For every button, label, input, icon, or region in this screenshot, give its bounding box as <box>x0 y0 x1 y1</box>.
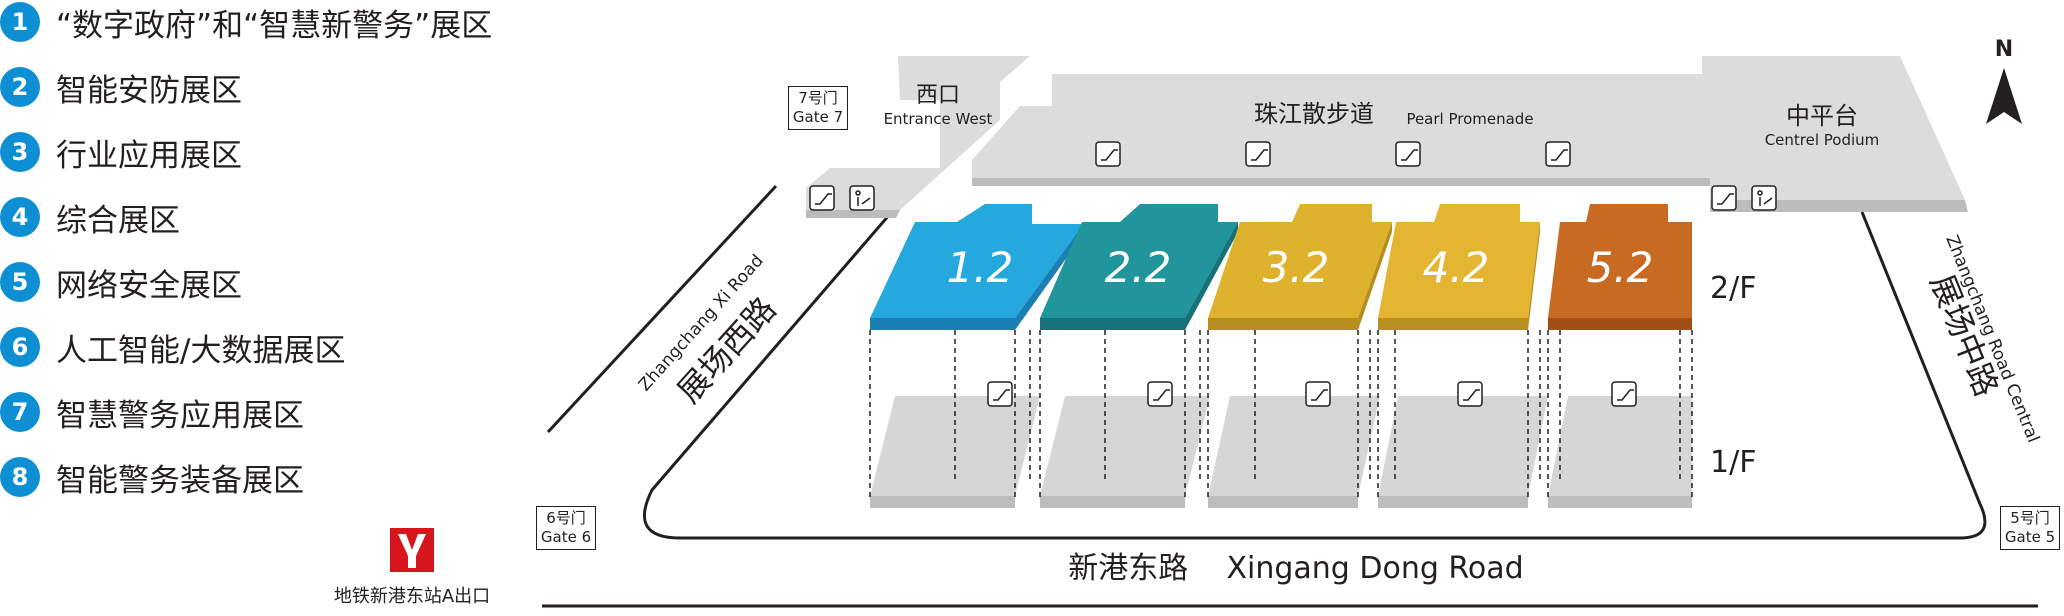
gate-6-label[interactable]: 6号门 Gate 6 <box>536 506 596 550</box>
elevator-icon <box>849 185 875 211</box>
legend-label: 行业应用展区 <box>56 137 242 174</box>
gate-5-en: Gate 5 <box>2004 528 2056 546</box>
hall-label: 5.2 <box>1587 243 1654 292</box>
legend-label: 智能警务装备展区 <box>56 462 304 499</box>
legend-number: 7 <box>0 392 40 432</box>
podium-cn: 中平台 <box>1786 102 1858 130</box>
hall-label: 4.2 <box>1423 243 1490 292</box>
hall-label: 3.2 <box>1263 243 1330 292</box>
promenade-platform-edge <box>972 178 1710 186</box>
north-arrow-icon <box>1986 68 2022 124</box>
legend-label: “数字政府”和“智慧新警务”展区 <box>56 7 493 44</box>
legend-number: 1 <box>0 2 40 42</box>
elevator-icon <box>1751 185 1777 211</box>
gate-7-en: Gate 7 <box>792 108 844 126</box>
gate-7-cn: 7号门 <box>798 89 838 107</box>
escalator-icon <box>1611 381 1637 407</box>
hall-2-2[interactable] <box>1040 204 1238 330</box>
metro-exit[interactable]: 地铁新港东站A出口 <box>322 528 502 608</box>
escalator-icon <box>1147 381 1173 407</box>
legend-number: 4 <box>0 197 40 237</box>
floor-1f-slabs <box>870 396 1692 508</box>
hall-5-2[interactable] <box>1548 204 1692 330</box>
hall-label: 1.2 <box>947 243 1014 292</box>
legend-item: 1 “数字政府”和“智慧新警务”展区 <box>0 0 492 44</box>
hall-pillars <box>869 330 1693 498</box>
legend-number: 5 <box>0 262 40 302</box>
legend-label: 智慧警务应用展区 <box>56 397 304 434</box>
escalator-icon <box>1305 381 1331 407</box>
loop-road <box>642 211 1987 540</box>
hall-4-2[interactable] <box>1378 204 1540 330</box>
escalator-icon <box>1395 141 1421 167</box>
legend-label: 智能安防展区 <box>56 72 242 109</box>
metro-logo-icon <box>390 528 434 572</box>
floor-label-1f: 1/F <box>1710 445 1756 480</box>
compass-n: N <box>1995 37 2013 62</box>
legend-item: 3 行业应用展区 <box>0 130 242 174</box>
gate-5-label[interactable]: 5号门 Gate 5 <box>2000 506 2060 550</box>
gate-6-cn: 6号门 <box>546 509 586 527</box>
legend-item: 2 智能安防展区 <box>0 65 242 109</box>
legend-number: 3 <box>0 132 40 172</box>
entrance-west-en: Entrance West <box>884 110 993 128</box>
gate-5-cn: 5号门 <box>2010 509 2050 527</box>
escalator-icon <box>987 381 1013 407</box>
legend-number: 6 <box>0 327 40 367</box>
metro-exit-label: 地铁新港东站A出口 <box>333 586 491 607</box>
podium-en: Centrel Podium <box>1765 131 1880 149</box>
entrance-west-cn: 西口 <box>916 83 960 108</box>
legend-number: 2 <box>0 67 40 107</box>
escalator-icon <box>1457 381 1483 407</box>
legend-label: 人工智能/大数据展区 <box>56 332 346 369</box>
hall-3-2[interactable] <box>1208 204 1392 330</box>
entrance-west-platform <box>806 56 1030 210</box>
promenade-en: Pearl Promenade <box>1406 110 1533 128</box>
entrance-west-platform-edge <box>806 210 900 218</box>
legend-item: 7 智慧警务应用展区 <box>0 390 304 434</box>
podium-platform-edge <box>1710 200 1968 212</box>
legend-item: 6 人工智能/大数据展区 <box>0 325 345 369</box>
legend-item: 4 综合展区 <box>0 195 180 239</box>
escalator-icon <box>1095 141 1121 167</box>
escalator-icons <box>809 141 1777 407</box>
promenade-cn: 珠江散步道 <box>1254 100 1374 128</box>
escalator-icon <box>809 185 835 211</box>
escalator-icon <box>1245 141 1271 167</box>
legend-label: 网络安全展区 <box>56 267 242 304</box>
legend-item: 5 网络安全展区 <box>0 260 242 304</box>
gate-6-en: Gate 6 <box>540 528 592 546</box>
xingang-dong-road-label: 新港东路 Xingang Dong Road <box>1068 551 1523 586</box>
legend-number: 8 <box>0 457 40 497</box>
legend-item: 8 智能警务装备展区 <box>0 455 304 499</box>
gate-7-label[interactable]: 7号门 Gate 7 <box>788 86 848 130</box>
escalator-icon <box>1545 141 1571 167</box>
legend-label: 综合展区 <box>56 202 180 239</box>
zhangchang-xi-road-line <box>546 184 778 434</box>
escalator-icon <box>1711 185 1737 211</box>
promenade-platform <box>972 56 1965 200</box>
floor-label-2f: 2/F <box>1710 271 1756 306</box>
hall-1-2[interactable] <box>870 204 1085 330</box>
hall-label: 2.2 <box>1105 243 1172 292</box>
